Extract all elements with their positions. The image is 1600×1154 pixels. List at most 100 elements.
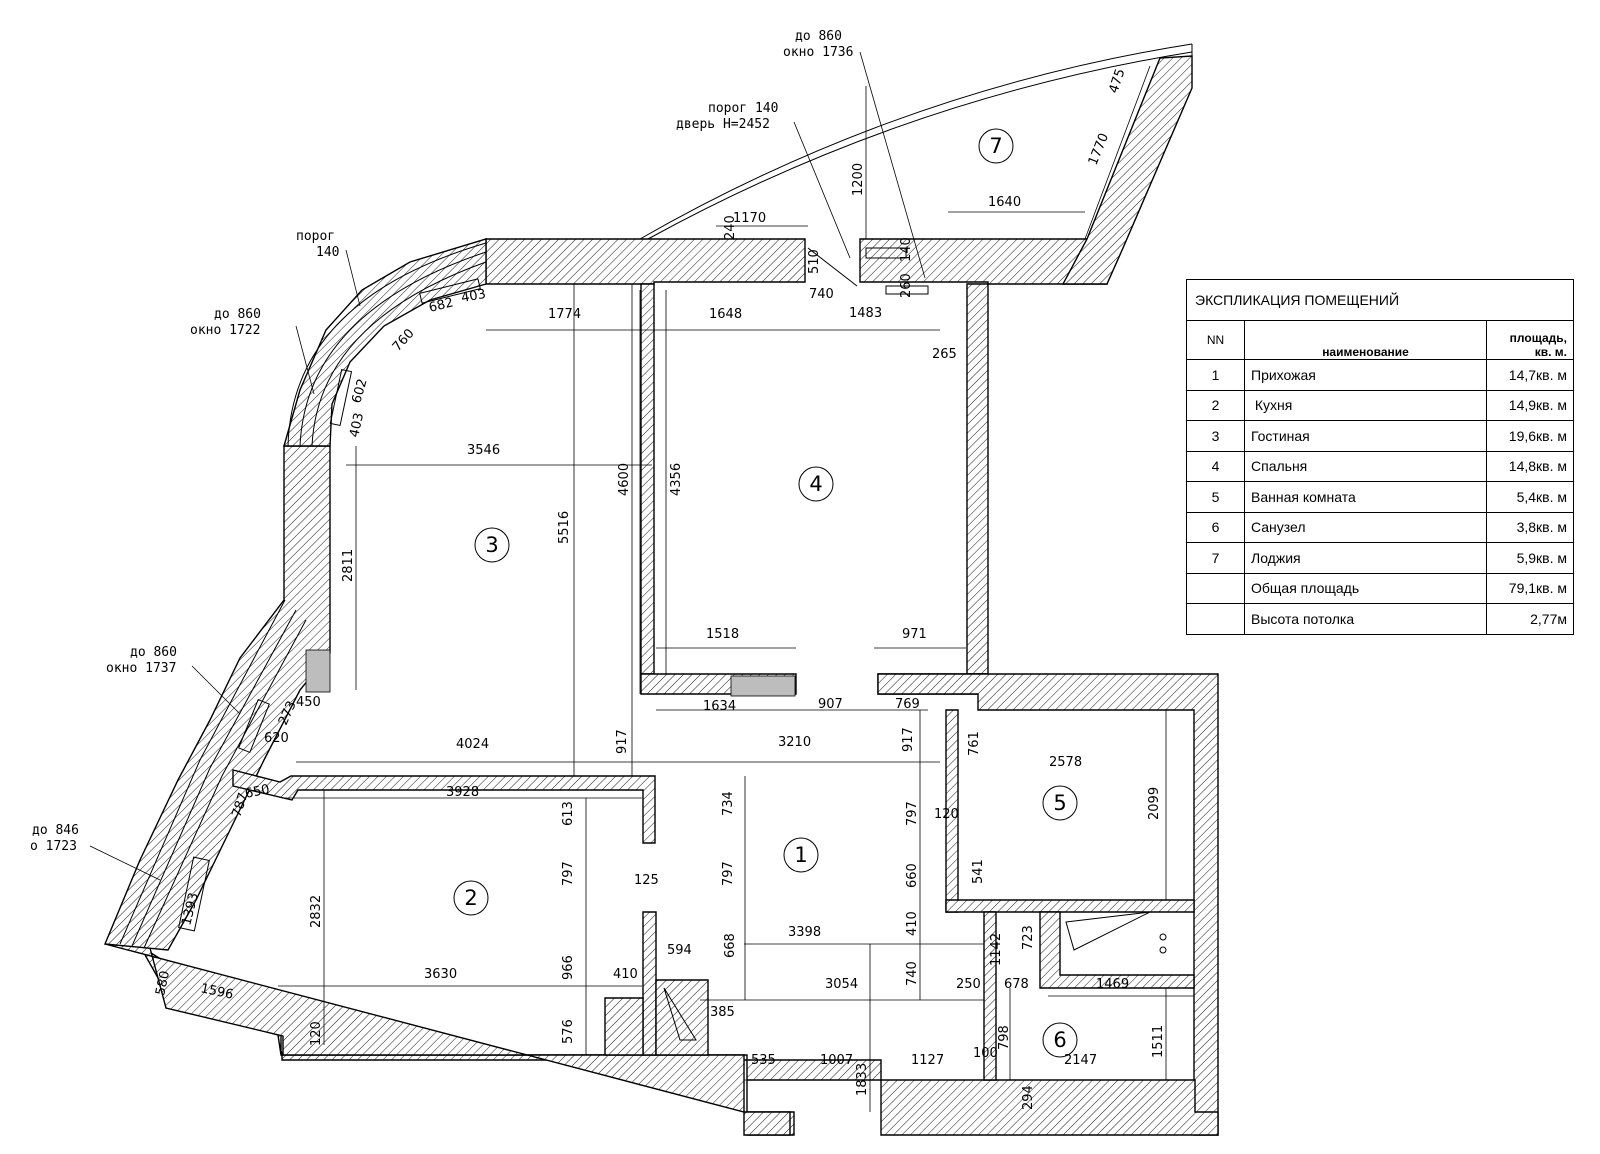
- kitchen-top-wall: [232, 769, 656, 844]
- room-legend: ЭКСПЛИКАЦИЯ ПОМЕЩЕНИЙ NN наименование пл…: [1186, 279, 1574, 635]
- dimension-label: 4024: [456, 737, 489, 752]
- room-number: 6: [1053, 1028, 1066, 1052]
- header-area: площадь, кв. м.: [1486, 321, 1573, 360]
- dimension-label: 734: [721, 791, 736, 816]
- dimension-label: 620: [264, 731, 289, 746]
- dimension-label: 250: [956, 977, 981, 992]
- dimension-label: 3630: [424, 967, 457, 982]
- room-number: 7: [989, 134, 1002, 158]
- dimension-label: 4356: [669, 463, 684, 496]
- dimension-label: 125: [634, 873, 659, 888]
- dimension-label: 1634: [703, 699, 736, 714]
- top-wall-left: [485, 238, 806, 285]
- note-door-a: порог 140: [708, 101, 778, 116]
- upper-curved-wall: [283, 238, 487, 447]
- dimension-texts-vertical: 475 1770 1200 240 510 260 140 682 403 76…: [153, 67, 1166, 1110]
- dimension-label: 1483: [849, 306, 882, 321]
- dimension-label: 723: [1021, 925, 1036, 950]
- dimension-label: 1774: [548, 307, 581, 322]
- room-marker-7: 7: [978, 128, 1014, 164]
- dimension-label: 917: [901, 727, 916, 752]
- dimension-label: 3546: [467, 443, 500, 458]
- loggia: [639, 43, 1193, 240]
- dimension-label: 740: [809, 287, 834, 302]
- dimension-label: 240: [723, 215, 738, 240]
- dimension-label: 682: [427, 295, 455, 316]
- dimension-label: 541: [971, 859, 986, 884]
- note-window-1723-b: о 1723: [30, 839, 77, 854]
- room-number: 5: [1053, 791, 1066, 815]
- fixtures: [178, 247, 1167, 1041]
- header-nn: NN: [1187, 321, 1245, 360]
- dimension-label: 535: [751, 1053, 776, 1068]
- legend-title: ЭКСПЛИКАЦИЯ ПОМЕЩЕНИЙ: [1187, 280, 1573, 321]
- dimension-label: 3398: [788, 925, 821, 940]
- dimension-label: 294: [1021, 1085, 1036, 1110]
- dimension-label: 1648: [709, 307, 742, 322]
- dimension-label: 510: [807, 249, 822, 274]
- dimension-label: 797: [905, 801, 920, 826]
- loggia-wall: [1061, 55, 1193, 285]
- room-number: 4: [809, 472, 822, 496]
- dimension-label: 450: [296, 695, 321, 710]
- note-window-1736-b: окно 1736: [783, 45, 853, 60]
- dimension-label: 260: [899, 273, 914, 298]
- dimension-label: 2578: [1049, 755, 1082, 770]
- note-window-1737-b: окно 1737: [106, 661, 176, 676]
- dimension-label: 678: [1004, 977, 1029, 992]
- dimension-label: 120: [309, 1021, 324, 1046]
- dimension-label: 668: [723, 933, 738, 958]
- dimension-label: 1518: [706, 627, 739, 642]
- dimension-label: 1640: [988, 195, 1021, 210]
- dimension-label: 2811: [341, 549, 356, 582]
- dimension-label: 761: [967, 731, 982, 756]
- note-window-1722-a: до 860: [214, 307, 261, 322]
- note-door-b: дверь Н=2452: [676, 117, 770, 132]
- dimension-label: 2832: [309, 895, 324, 928]
- dimension-label: 797: [561, 861, 576, 886]
- dimension-label: 576: [561, 1019, 576, 1044]
- room-number: 2: [464, 886, 477, 910]
- dimension-label: 3928: [446, 785, 479, 800]
- dimension-label: 650: [244, 782, 271, 802]
- bath-bottom-wall: [945, 899, 1195, 913]
- dimension-label: 613: [561, 801, 576, 826]
- dimension-label: 1170: [733, 211, 766, 226]
- room-marker-1: 1: [783, 837, 819, 873]
- shower-box: [1039, 911, 1195, 989]
- room-marker-6: 6: [1042, 1022, 1078, 1058]
- dimension-label: 2147: [1064, 1053, 1097, 1068]
- loggia-outer-arc: [639, 43, 1193, 240]
- walls: [103, 55, 1219, 1136]
- kitchen-divider-wall: [642, 911, 657, 1056]
- dimension-label: 798: [997, 1025, 1012, 1050]
- window-bands: [119, 242, 487, 949]
- dimension-label: 1596: [199, 981, 234, 1003]
- dimension-label: 660: [905, 863, 920, 888]
- leader-lines: [89, 51, 926, 881]
- dimension-label: 403: [460, 287, 487, 306]
- room-number: 3: [485, 533, 498, 557]
- dimension-label: 602: [349, 377, 370, 405]
- dimension-label: 1200: [851, 163, 866, 196]
- dimension-label: 787: [230, 791, 252, 819]
- dimension-label: 907: [818, 697, 843, 712]
- dimension-label: 797: [721, 861, 736, 886]
- dimension-label: 971: [902, 627, 927, 642]
- dimension-label: 594: [667, 943, 692, 958]
- dimension-label: 917: [615, 729, 630, 754]
- legend-header-row: NN наименование площадь, кв. м.: [1187, 321, 1573, 360]
- dimension-label: 580: [153, 969, 173, 996]
- room-number: 1: [794, 843, 807, 867]
- column-bedroom: [730, 675, 796, 697]
- dimension-label: 5516: [557, 511, 572, 544]
